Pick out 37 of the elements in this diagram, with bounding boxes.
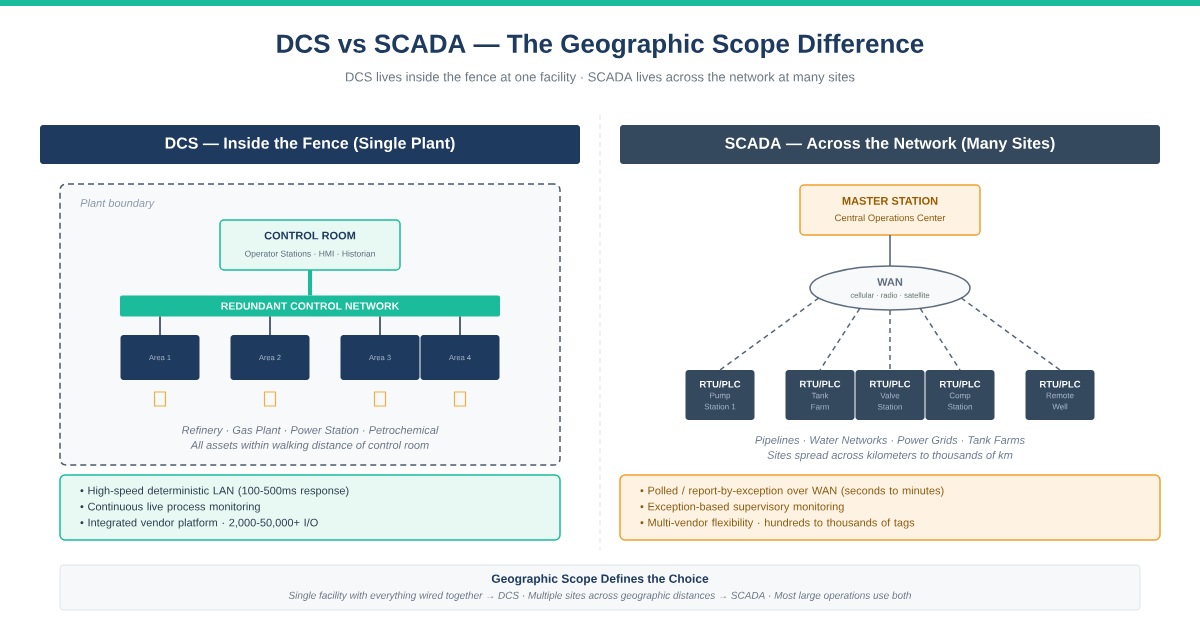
connector-line: [459, 315, 461, 336]
device-box: RTU/PLC Tank Farm: [785, 370, 855, 420]
summary-box: Geographic Scope Defines the Choice Single facility with everything wired together → DCS · Multiple sites across geographic distances → SCADA · Most large operations use both: [59, 564, 1141, 611]
connector-line: [269, 315, 271, 336]
device-box: RTU/PLC Comp Station: [925, 370, 995, 420]
station-box: MASTER STATION Central Operations Center: [799, 184, 981, 236]
dashed-line: [889, 309, 891, 371]
header-band: DCS — Inside the Fence (Single Plant): [40, 125, 580, 164]
dashed-line: [819, 307, 861, 371]
caption-text: Pipelines · Water Networks · Power Grids · Tank Farms: [755, 435, 1025, 447]
title: DCS vs SCADA — The Geographic Scope Difference: [277, 33, 924, 59]
station-box: CONTROL ROOM Operator Stations · HMI · Historian: [219, 219, 401, 271]
node-label: RTU/PLC: [870, 380, 911, 388]
caption-text: All assets within walking distance of control room: [190, 440, 429, 452]
feature-box: • High-speed deterministic LAN (100-500ms response) • Continuous live process monitoring • Integrated vendor platform · 2,000-50,000+ I/O: [59, 474, 561, 541]
device-box: RTU/PLC Pump Station 1: [685, 370, 755, 420]
node-label: Tank Farm: [811, 392, 829, 410]
device-box: RTU/PLC Valve Station: [855, 370, 925, 420]
dashed-line: [960, 297, 1061, 371]
dashed-line: [719, 297, 820, 371]
device-box: RTU/PLC Remote Well: [1025, 370, 1095, 420]
connector-line: [159, 315, 161, 336]
node-label: Comp Station: [947, 392, 972, 410]
network-bar: REDUNDANT CONTROL NETWORK: [120, 295, 500, 317]
node-label: RTU/PLC: [940, 380, 981, 388]
feature-box: • Polled / report-by-exception over WAN (seconds to minutes) • Exception-based supervisory monitoring • Multi-vendor flexibility · hundreds to thousands of tags: [619, 474, 1161, 541]
dashed-line: [919, 307, 961, 371]
caption-text: Refinery · Gas Plant · Power Station · Petrochemical: [181, 425, 439, 437]
header-band: SCADA — Across the Network (Many Sites): [620, 125, 1160, 164]
caption-text: Sites spread across kilometers to thousands of km: [767, 450, 1013, 462]
connector-line: [379, 315, 381, 336]
node-label: Valve Station: [877, 392, 902, 410]
boundary-label: Plant boundary: [80, 198, 155, 210]
connector-line: [308, 270, 312, 296]
subtitle: DCS lives inside the fence at one facility · SCADA lives across the network at many sites: [346, 71, 855, 85]
node-label: RTU/PLC: [800, 380, 841, 388]
connector-line: [889, 234, 891, 267]
